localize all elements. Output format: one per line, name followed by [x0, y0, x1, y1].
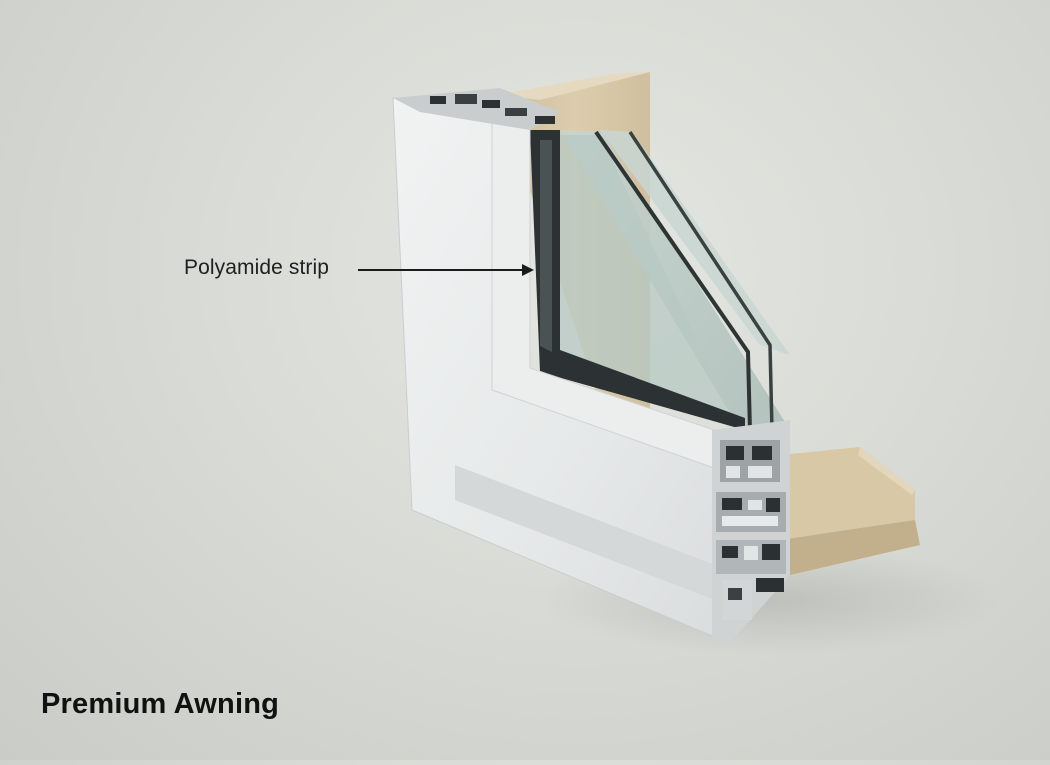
callout-arrow — [358, 264, 534, 276]
callout-label: Polyamide strip — [184, 256, 330, 279]
bottom-profile-section — [712, 420, 790, 645]
product-caption: Premium Awning — [41, 688, 280, 720]
top-profile-section — [393, 88, 560, 130]
glass-pane-inner — [600, 130, 790, 355]
